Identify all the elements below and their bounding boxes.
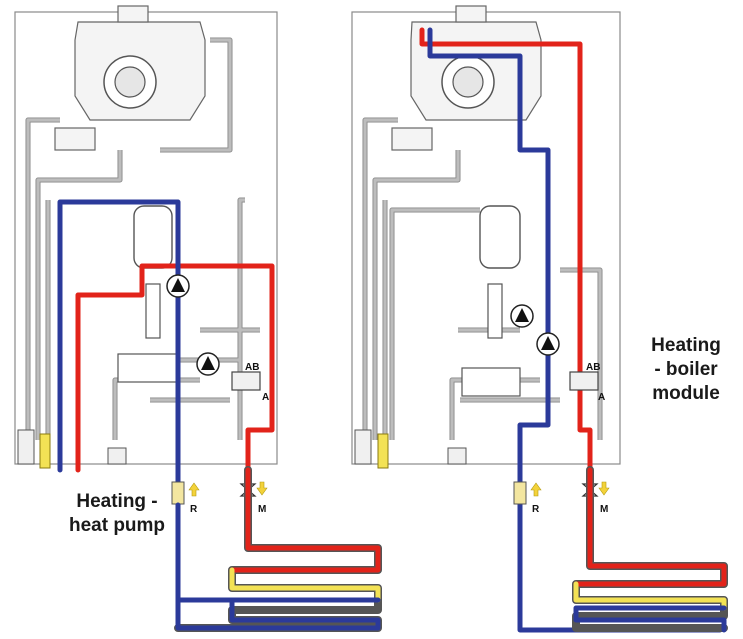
connector-left-right xyxy=(354,429,372,465)
caption-heat-pump: Heating - heat pump xyxy=(52,490,182,538)
connector-left xyxy=(17,429,35,465)
return-arrow-up-icon xyxy=(188,482,200,497)
caption-boiler-line1: Heating xyxy=(651,335,721,356)
flow-pipe-right xyxy=(419,27,593,473)
plate-heat-exchanger-right xyxy=(461,367,521,397)
caption-boiler-module: Heating - boiler module xyxy=(636,334,736,406)
caption-boiler-line3: module xyxy=(652,383,720,404)
return-fitting-right xyxy=(513,481,527,505)
return-pipe xyxy=(57,199,375,603)
flue-outlet xyxy=(117,5,149,23)
expansion-vessel-right xyxy=(479,205,521,269)
return-tag-right: R xyxy=(532,504,540,515)
connector-yellow xyxy=(39,433,51,469)
expansion-vessel xyxy=(133,205,173,269)
caption-heat-pump-line2: heat pump xyxy=(68,515,166,536)
connector-yellow-right xyxy=(377,433,389,469)
valve-port-ab-label: AB xyxy=(245,362,259,373)
flow-arrow-down-icon xyxy=(256,481,268,496)
flue-outlet-right xyxy=(455,5,487,23)
caption-heat-pump-line1: Heating - xyxy=(76,491,158,512)
flow-pipe xyxy=(75,263,275,473)
fan-hub xyxy=(114,66,146,98)
fan-hub-right xyxy=(452,66,484,98)
diverter-valve xyxy=(231,371,261,391)
gas-valve xyxy=(54,127,96,151)
return-tag: R xyxy=(190,504,198,515)
flow-arrow-down-icon-right xyxy=(598,481,610,496)
connector-gas-right xyxy=(447,447,467,465)
pump-1-symbol-right xyxy=(515,308,529,322)
pump-2-symbol-right xyxy=(541,336,555,350)
underfloor-heating-coil-right xyxy=(572,466,728,633)
flow-tag: M xyxy=(258,504,266,515)
boiler-unit-boiler-mode: AB A R M xyxy=(351,5,728,633)
pressure-tank xyxy=(145,283,161,339)
plate-heat-exchanger xyxy=(117,353,179,383)
valve-port-a-label-right: A xyxy=(598,392,605,403)
valve-port-ab-label-right: AB xyxy=(586,362,600,373)
return-pipe-right xyxy=(427,27,723,633)
pump-1-symbol xyxy=(171,278,185,292)
boiler-unit-heat-pump-mode: AB A R M xyxy=(14,5,382,632)
caption-boiler-line2: - boiler xyxy=(654,359,718,380)
return-arrow-up-icon-right xyxy=(530,482,542,497)
connector-gas xyxy=(107,447,127,465)
flow-tag-right: M xyxy=(600,504,608,515)
pump-2-symbol xyxy=(201,356,215,370)
diverter-valve-right xyxy=(569,371,599,391)
valve-port-a-label: A xyxy=(262,392,269,403)
gas-valve-right xyxy=(391,127,433,151)
underfloor-heating-coil xyxy=(174,466,382,632)
pressure-tank-right xyxy=(487,283,503,339)
